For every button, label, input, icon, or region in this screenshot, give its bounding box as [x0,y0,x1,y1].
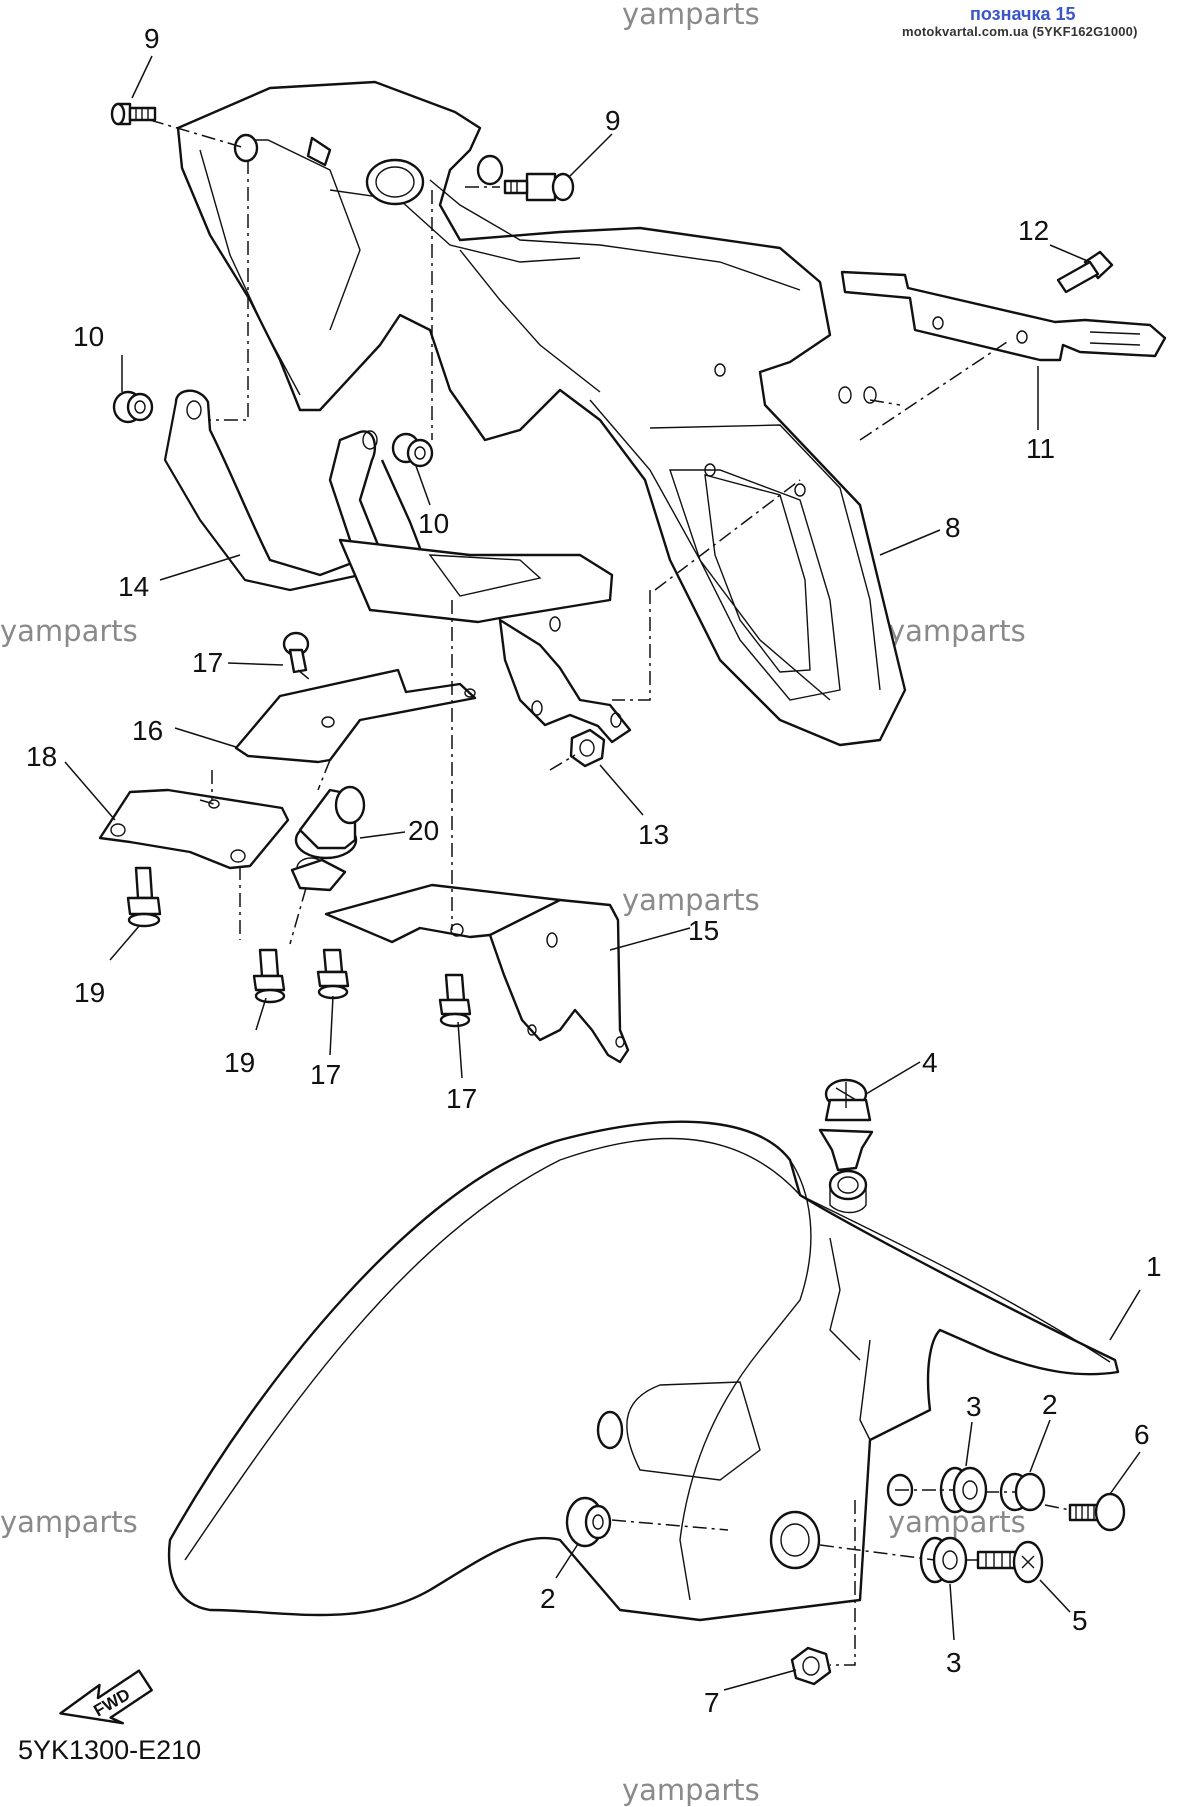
callout-17: 17 [192,647,223,678]
callout-numbers: 9 9 10 10 12 11 8 14 17 16 18 20 13 15 1… [26,23,1162,1718]
diagram-label: позначка 15 [970,4,1076,24]
callout-1: 1 [1146,1251,1162,1282]
callout-13: 13 [638,819,669,850]
plate-part-15 [324,883,630,1064]
nut-part-7 [790,1646,832,1686]
callout-19: 19 [224,1047,255,1078]
grommet-part-3-lower [919,1536,968,1584]
bolt-part-19-left [126,866,162,928]
callout-5: 5 [1072,1605,1088,1636]
callout-7: 7 [704,1687,720,1718]
watermark: yamparts [622,883,760,917]
callout-11: 11 [1026,433,1055,464]
bolt-part-12 [1056,250,1114,294]
plate-assembly-upper [338,538,632,744]
callout-12: 12 [1018,215,1049,246]
collar-part-2-right [999,1472,1046,1512]
callout-14: 14 [118,571,149,602]
alignment-lines [149,119,1071,1666]
callout-15: 15 [688,915,719,946]
watermark: yamparts [888,614,1026,648]
tail-cover-part-8 [176,80,907,747]
callout-3: 3 [966,1391,982,1422]
callout-9: 9 [605,105,621,136]
bolt-part-17-mid [316,948,350,1000]
callout-18: 18 [26,741,57,772]
callout-10: 10 [73,321,104,352]
clip-part-4 [818,1078,874,1172]
stay-part-14 [163,389,422,592]
callout-16: 16 [132,715,163,746]
collar-part-10-mid [391,432,434,468]
watermark: yamparts [0,1505,138,1539]
callout-3: 3 [946,1647,962,1678]
damper-part-20 [290,785,366,892]
bolt-part-6 [1068,1492,1126,1532]
callout-2: 2 [540,1583,556,1614]
nut-part-13 [569,728,606,768]
bolt-part-9-right [503,172,575,202]
diagram-code: 5YK1300-E210 [18,1735,202,1765]
bolt-part-9-left [110,102,157,126]
front-fender-part-1 [167,1120,1120,1622]
callout-8: 8 [945,512,961,543]
bolt-part-17-top [282,631,310,674]
watermark: yamparts [0,614,138,648]
source-caption: motokvartal.com.ua (5YKF162G1000) [902,24,1138,39]
forward-arrow-icon: FWD [59,1669,153,1725]
callout-17: 17 [310,1059,341,1090]
callout-2: 2 [1042,1389,1058,1420]
callout-20: 20 [408,815,439,846]
plate-part-16 [234,668,477,764]
callout-19: 19 [74,977,105,1008]
callout-4: 4 [922,1047,938,1078]
bolt-part-19-mid [252,948,286,1004]
bolt-part-17-lower [438,973,472,1028]
bracket-part-18 [98,788,290,870]
collar-part-10-left [112,390,154,424]
collar-part-2-left [565,1496,612,1548]
callout-17: 17 [446,1083,477,1114]
callout-10: 10 [418,508,449,539]
callout-6: 6 [1134,1419,1150,1450]
callout-9: 9 [144,23,160,54]
leader-lines [64,55,1141,1691]
bracket-part-11 [840,270,1167,362]
screw-part-5 [976,1540,1044,1584]
watermark: yamparts [622,0,760,31]
grommet-part-3-upper [939,1466,988,1514]
